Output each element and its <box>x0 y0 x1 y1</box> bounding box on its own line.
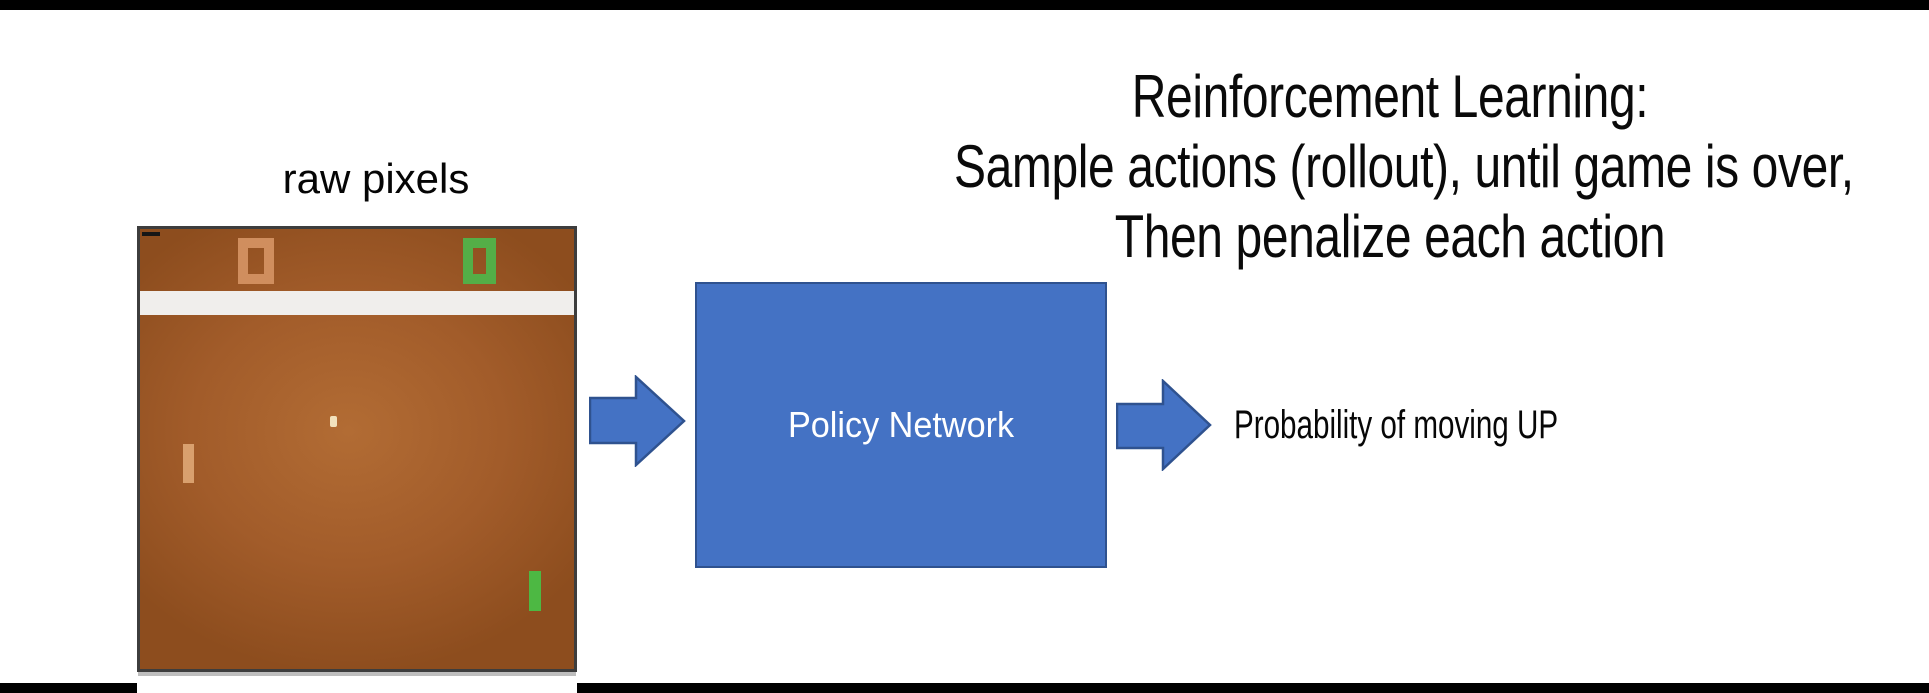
probability-output-label: Probability of moving UP <box>1234 402 1559 447</box>
title-line-2: Sample actions (rollout), until game is … <box>954 133 1854 200</box>
top-black-bar <box>0 0 1929 10</box>
bottom-black-bar-right <box>577 683 1929 693</box>
pong-game-screenshot <box>137 226 577 672</box>
slide-title: Reinforcement Learning: Sample actions (… <box>954 62 1854 272</box>
divider-band <box>140 291 574 315</box>
pong-ball <box>330 416 337 427</box>
bottom-black-bar-left <box>0 683 137 693</box>
title-line-3: Then penalize each action <box>1114 203 1666 270</box>
policy-network-label: Policy Network <box>787 404 1015 445</box>
left-paddle <box>183 444 194 483</box>
right-player-score-zero <box>463 238 496 284</box>
probability-output: Probability of moving UP <box>1234 379 1672 471</box>
policy-network-box: Policy Network <box>695 282 1107 568</box>
title-line-1: Reinforcement Learning: <box>1131 63 1649 130</box>
left-player-score-zero <box>238 238 274 284</box>
screen-corner-artifact <box>142 232 160 236</box>
output-arrow-icon <box>1116 379 1212 471</box>
right-paddle <box>529 571 541 611</box>
input-arrow-icon <box>589 375 686 467</box>
raw-pixels-label: raw pixels <box>282 155 470 202</box>
